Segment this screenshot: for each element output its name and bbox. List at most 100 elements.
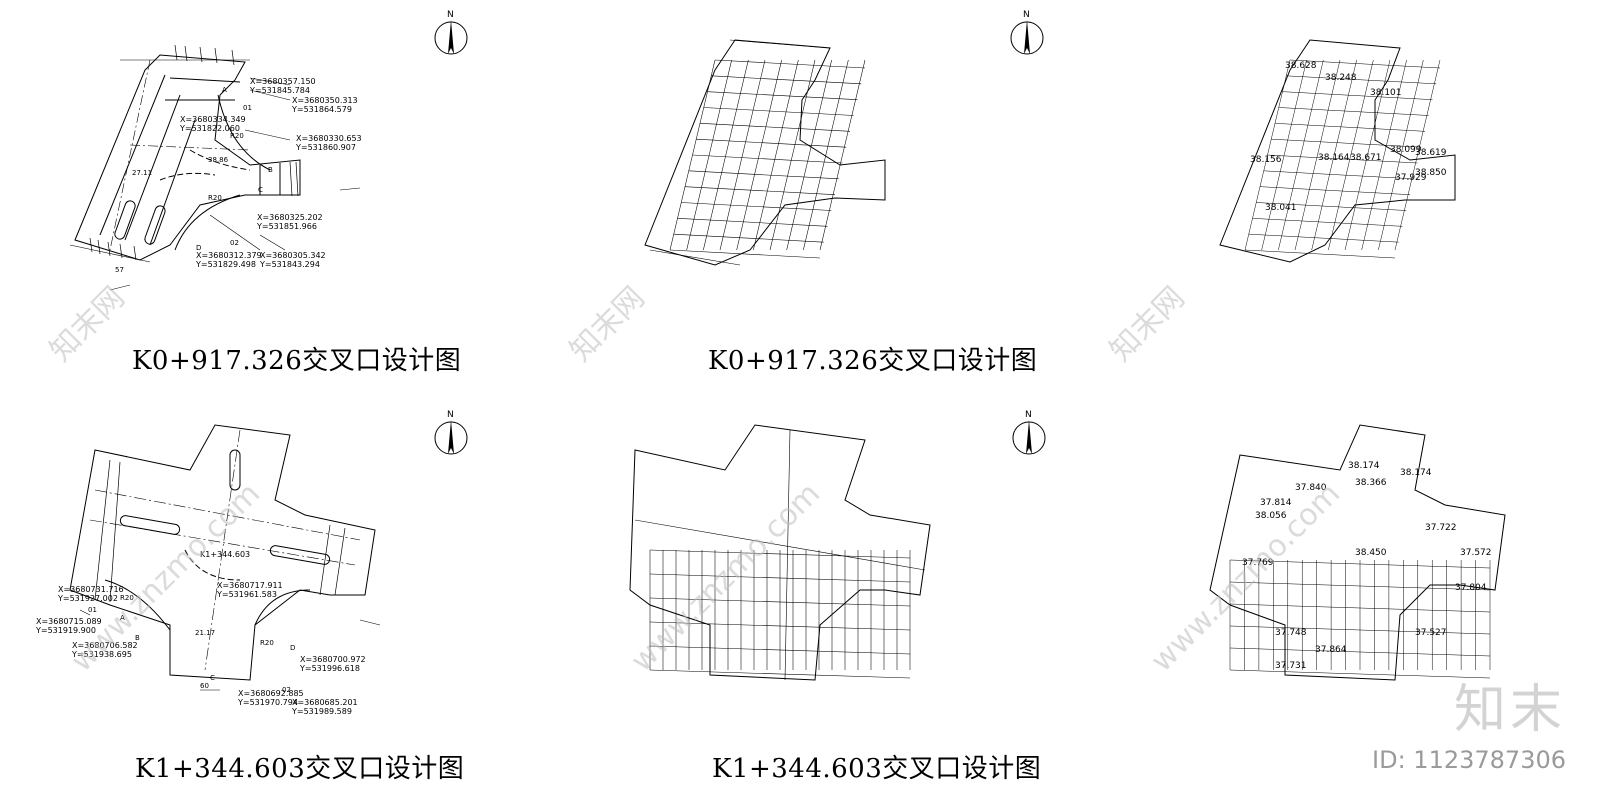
grid-line (684, 186, 836, 195)
grid-line (1248, 233, 1399, 243)
coord-x-7: X=3680700.972 (300, 655, 366, 664)
coord-y-4: Y=531938.695 (71, 650, 132, 659)
grid-line (1328, 59, 1374, 251)
drawing-panel-k1-plan: K1+344.603 X=3680717.911 Y=531961.583 X=… (0, 390, 540, 800)
grid-line (1294, 59, 1341, 251)
brand-logo: 知末 (1453, 680, 1566, 740)
grid-line (703, 59, 749, 251)
svg-text:N: N (1025, 410, 1032, 420)
grid-line (1274, 123, 1426, 132)
grid-line (714, 59, 866, 69)
elevation-label: 38.164 (1318, 153, 1350, 163)
coord-y-1: Y=531961.583 (216, 590, 277, 599)
point-01: 01 (88, 606, 97, 614)
coord-x-6: X=3680312.379 (196, 251, 262, 260)
drawing-title-4: K1+344.603交叉口设计图 (712, 754, 1042, 784)
elevation-label: 38.619 (1415, 148, 1447, 158)
elevation-label: 37.929 (1395, 173, 1427, 183)
dimension-3: 57 (115, 266, 124, 274)
grid-line (769, 59, 816, 251)
elevation-label: 37.804 (1455, 583, 1487, 593)
coord-y-4: Y=531860.907 (295, 143, 356, 152)
contour-lines (1229, 559, 1491, 679)
drawing-panel-k1-grid: N K1+344.603交叉口设计图 (540, 390, 1070, 800)
elevation-label: 37.769 (1242, 558, 1274, 568)
point-02: 02 (282, 686, 291, 694)
coord-x-1: X=3680357.150 (250, 77, 316, 86)
point-d: D (196, 244, 201, 252)
radius-label-2: R20 (260, 639, 274, 647)
elevation-label: 38.101 (1370, 88, 1402, 98)
intersection-plan-k0: X=3680357.150 Y=531845.784 X=3680350.313… (69, 44, 362, 291)
grid-line (1282, 91, 1433, 100)
grid-line (703, 107, 854, 116)
grid-line (692, 154, 843, 164)
elevation-label: 38.628 (1285, 61, 1317, 71)
drawing-panel-k0-plan: X=3680357.150 Y=531845.784 X=3680350.313… (0, 0, 540, 380)
elevation-label: 37.840 (1295, 483, 1327, 493)
radius-label-2: R20 (208, 194, 222, 202)
coord-x-3: X=3680715.089 (36, 617, 102, 626)
grid-line (1261, 59, 1307, 251)
north-arrow-icon: N (432, 8, 470, 56)
elevation-label: 37.722 (1425, 523, 1457, 533)
grid-line (686, 59, 732, 251)
elevation-label: 38.099 (1390, 145, 1422, 155)
coord-y-1: Y=531845.784 (249, 86, 310, 95)
grid-line (1267, 154, 1418, 164)
elevation-label: 37.527 (1415, 628, 1447, 638)
elevation-label: 38.671 (1350, 153, 1382, 163)
grid-line (1344, 59, 1391, 251)
grid-line (1286, 75, 1437, 85)
coord-y-6: Y=531989.589 (291, 707, 352, 716)
north-arrow-icon: N (1010, 408, 1048, 456)
elevation-label: 38.174 (1400, 468, 1432, 478)
elevation-grid (669, 59, 866, 259)
elevation-label: 38.450 (1355, 548, 1387, 558)
dimension-2: 27.11 (132, 169, 152, 177)
elevation-label: 38.156 (1250, 155, 1282, 165)
intersection-contour-k1: 37.81437.84038.17438.17438.36638.05638.4… (1209, 424, 1506, 681)
coord-y-5: Y=531851.966 (256, 222, 317, 231)
grid-line (719, 59, 766, 251)
elevation-label: 38.850 (1415, 168, 1447, 178)
dimension-1: 38.86 (208, 156, 229, 164)
coord-y-2: Y=531864.579 (291, 105, 352, 114)
grid-line (1244, 249, 1396, 259)
elevation-grid (649, 549, 911, 679)
grid-line (673, 233, 824, 243)
intersection-grid-k0 (644, 39, 886, 266)
point-c: C (258, 186, 263, 194)
grid-line (1278, 107, 1429, 116)
elevation-label: 38.248 (1325, 73, 1357, 83)
contour-grid (1244, 59, 1441, 259)
point-01: 01 (243, 104, 252, 112)
elevation-labels: 37.81437.84038.17438.17438.36638.05638.4… (1242, 461, 1492, 671)
grid-line (753, 59, 799, 251)
grid-line (1252, 218, 1403, 227)
dimension-2: 60 (200, 682, 209, 690)
svg-text:N: N (447, 410, 454, 420)
grid-line (803, 59, 849, 251)
elevation-label: 38.366 (1355, 478, 1387, 488)
coord-y-6: Y=531829.498 (195, 260, 256, 269)
coord-x-2: X=3680350.313 (292, 96, 358, 105)
elevation-label: 37.864 (1315, 645, 1347, 655)
intersection-plan-k1: K1+344.603 X=3680717.911 Y=531961.583 X=… (35, 424, 381, 716)
svg-text:N: N (447, 10, 454, 20)
point-b: B (268, 166, 273, 174)
coord-x-7: X=3680305.342 (260, 251, 326, 260)
coord-x-5: X=3680325.202 (257, 213, 323, 222)
grid-line (819, 59, 866, 251)
grid-line (1229, 669, 1491, 679)
point-c: C (210, 674, 215, 682)
elevation-label: 37.572 (1460, 548, 1492, 558)
grid-line (1311, 59, 1357, 251)
coord-y-3: Y=531822.060 (179, 124, 240, 133)
coord-x-1: X=3680717.911 (217, 581, 283, 590)
drawing-title-1: K0+917.326交叉口设计图 (132, 346, 462, 376)
grid-line (699, 123, 851, 132)
grid-line (1263, 170, 1414, 180)
coord-x-4: X=3680706.582 (72, 641, 138, 650)
